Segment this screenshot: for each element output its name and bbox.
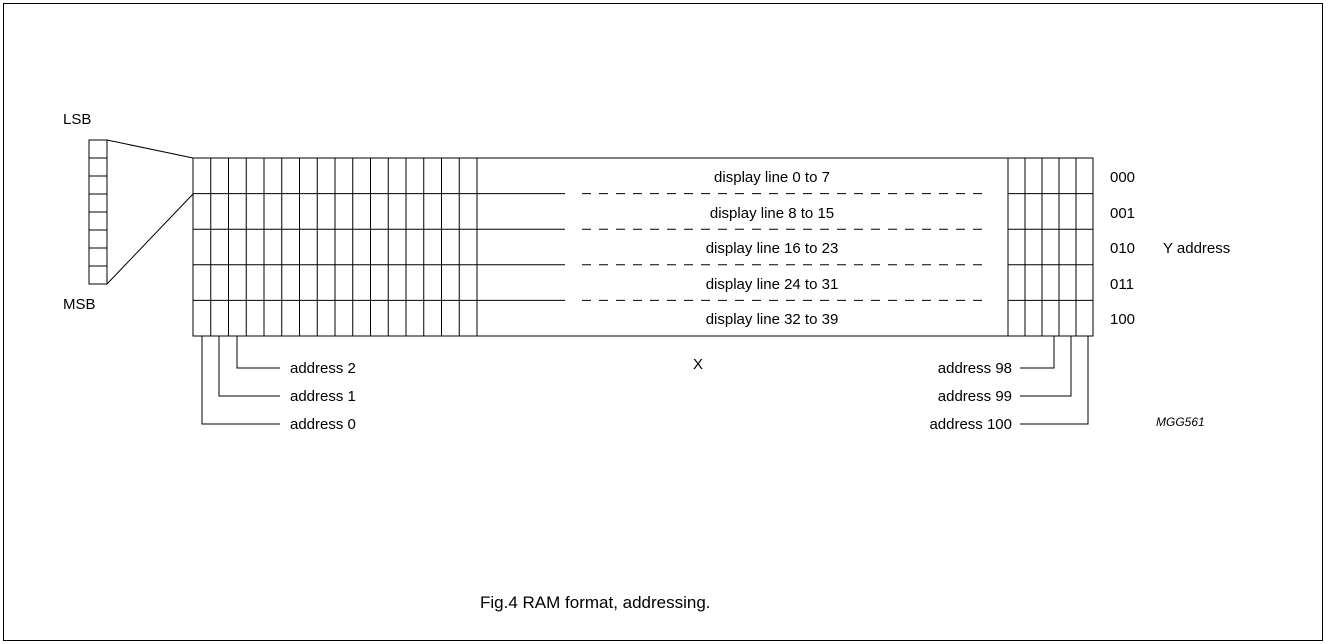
row-label-2: display line 16 to 23 xyxy=(706,240,839,257)
expand-line-top xyxy=(106,139,194,159)
leader-address-1 xyxy=(218,336,280,397)
leader-address-100 xyxy=(1020,336,1089,425)
y-bits-0: 000 xyxy=(1110,169,1135,186)
row-label-1: display line 8 to 15 xyxy=(710,205,834,222)
expand-line-bottom xyxy=(106,193,194,285)
right-address-leaders xyxy=(1020,336,1089,425)
y-address-label: Y address xyxy=(1163,240,1230,257)
lsb-label: LSB xyxy=(63,111,91,128)
msb-label: MSB xyxy=(63,296,96,313)
right-address-label-98: address 98 xyxy=(938,360,1012,377)
ram-outline xyxy=(192,157,1094,337)
row-label-4: display line 32 to 39 xyxy=(706,311,839,328)
row-label-0: display line 0 to 7 xyxy=(714,169,830,186)
x-address-label: X xyxy=(693,356,703,373)
figure-frame xyxy=(3,3,1323,641)
bit-column xyxy=(88,139,108,285)
row-label-3: display line 24 to 31 xyxy=(706,276,839,293)
left-address-label-2: address 2 xyxy=(290,360,356,377)
left-address-label-1: address 1 xyxy=(290,388,356,405)
ram-grid xyxy=(192,157,1094,337)
leader-address-2 xyxy=(236,336,280,369)
figure-code: MGG561 xyxy=(1156,415,1205,429)
right-address-label-100: address 100 xyxy=(929,416,1012,433)
y-bits-3: 011 xyxy=(1110,276,1134,293)
y-bits-2: 010 xyxy=(1110,240,1135,257)
leader-address-98 xyxy=(1020,336,1055,369)
y-bits-1: 001 xyxy=(1110,205,1135,222)
leader-address-99 xyxy=(1020,336,1072,397)
figure-caption: Fig.4 RAM format, addressing. xyxy=(480,593,711,612)
left-address-label-0: address 0 xyxy=(290,416,356,433)
leader-address-0 xyxy=(201,336,280,425)
left-address-leaders xyxy=(201,336,280,425)
right-address-label-99: address 99 xyxy=(938,388,1012,405)
y-bits-4: 100 xyxy=(1110,311,1135,328)
